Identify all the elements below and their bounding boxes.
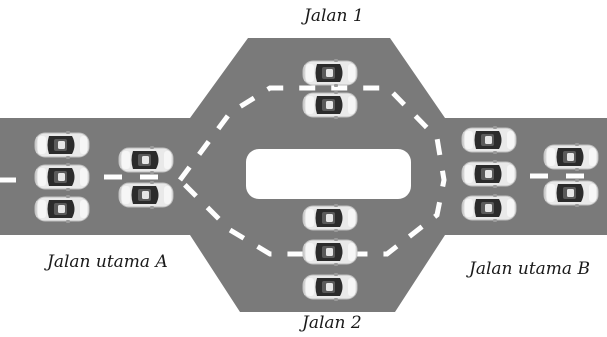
loop-lane-marking xyxy=(176,85,447,257)
car-main-a-2 xyxy=(34,162,90,192)
car-road-2-2 xyxy=(302,237,358,267)
car-road-1-1 xyxy=(302,58,358,88)
label-main-road-b: Jalan utama B xyxy=(469,259,590,279)
label-road-1: Jalan 1 xyxy=(304,6,364,26)
label-road-2: Jalan 2 xyxy=(302,313,362,333)
car-road-2-1 xyxy=(302,203,358,233)
label-main-road-a: Jalan utama A xyxy=(47,252,168,272)
car-main-a-4 xyxy=(118,145,174,175)
car-main-b-2 xyxy=(461,159,517,189)
car-main-a-3 xyxy=(34,194,90,224)
car-main-a-5 xyxy=(118,180,174,210)
car-main-b-4 xyxy=(543,142,599,172)
car-main-a-1 xyxy=(34,130,90,160)
central-island xyxy=(246,149,411,199)
car-main-b-1 xyxy=(461,125,517,155)
car-main-b-5 xyxy=(543,178,599,208)
car-road-2-3 xyxy=(302,272,358,302)
car-main-b-3 xyxy=(461,193,517,223)
car-road-1-2 xyxy=(302,90,358,120)
